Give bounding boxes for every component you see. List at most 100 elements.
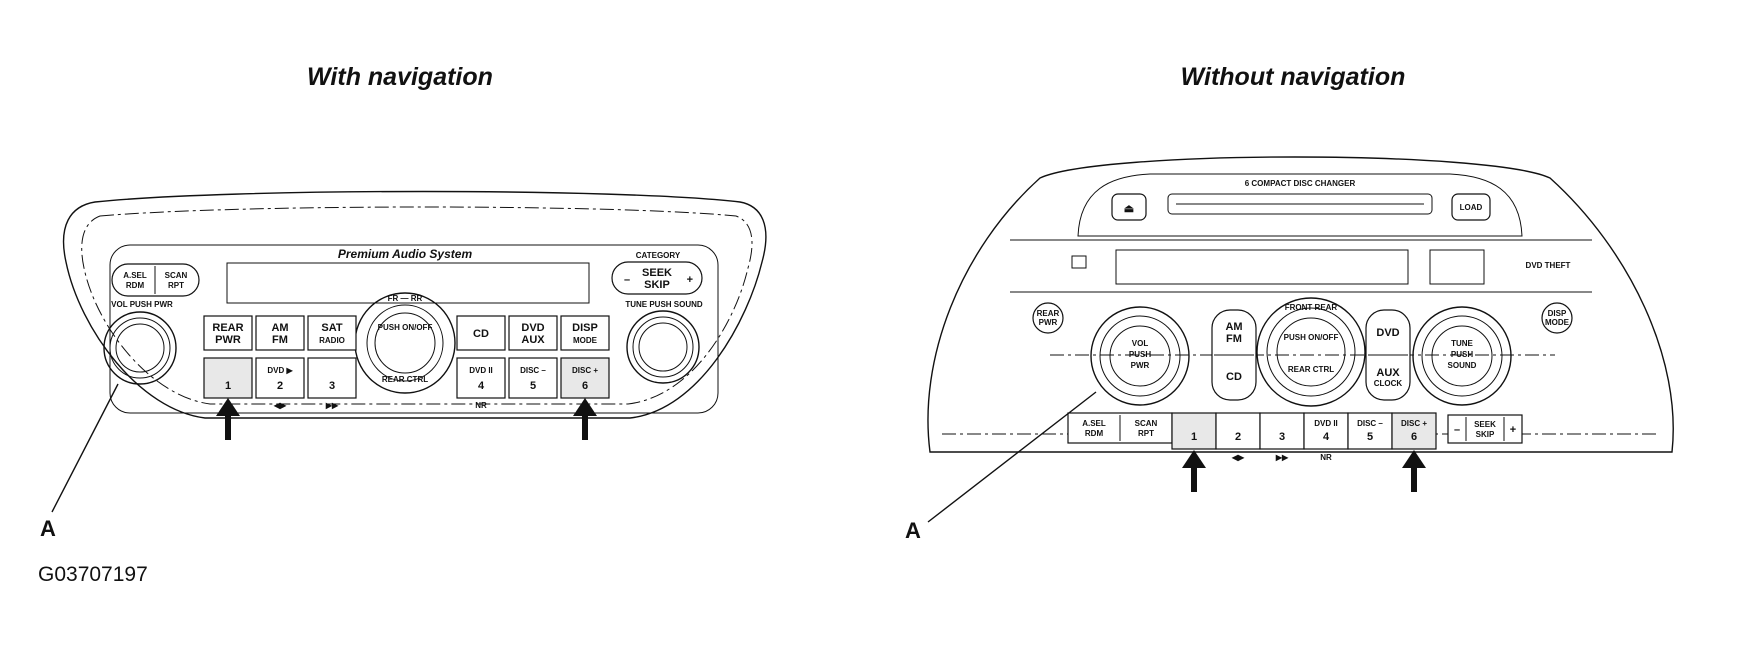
dvd-aux-button[interactable]: DVD AUX bbox=[508, 315, 558, 351]
rear-pwr-button[interactable]: REAR PWR bbox=[203, 315, 253, 351]
outer-bezel bbox=[62, 190, 767, 419]
dvd-theft-label: DVD THEFT bbox=[1526, 261, 1571, 270]
preset-button-2-2[interactable]: 2 bbox=[1215, 412, 1261, 450]
fr-rr-label: FR — RR bbox=[388, 294, 423, 303]
preset-button-4[interactable]: DVD II 4 bbox=[456, 357, 506, 399]
small-display bbox=[1429, 249, 1485, 285]
svg-text:2: 2 bbox=[1235, 431, 1241, 443]
svg-text:CD: CD bbox=[1226, 371, 1242, 383]
svg-text:DISP: DISP bbox=[572, 322, 598, 334]
preset-button-6-2[interactable]: DISC + 6 bbox=[1391, 412, 1437, 450]
mark-ff: ▶▶ bbox=[325, 401, 339, 410]
svg-text:RADIO: RADIO bbox=[319, 336, 345, 345]
svg-text:RPT: RPT bbox=[168, 281, 184, 290]
svg-text:DISC +: DISC + bbox=[1401, 419, 1427, 428]
svg-text:1: 1 bbox=[1191, 431, 1197, 443]
svg-text:FM: FM bbox=[272, 334, 288, 346]
svg-text:4: 4 bbox=[478, 380, 485, 392]
asel-scan-panel bbox=[1067, 412, 1173, 444]
mark-nr-2: NR bbox=[1320, 453, 1332, 462]
tune-knob[interactable] bbox=[626, 310, 700, 384]
svg-text:CLOCK: CLOCK bbox=[1374, 379, 1403, 388]
category-label: CATEGORY bbox=[636, 251, 681, 260]
svg-text:RDM: RDM bbox=[1085, 429, 1104, 438]
vol-push-pwr-label: VOL PUSH PWR bbox=[111, 300, 173, 309]
display-screen bbox=[226, 262, 590, 304]
svg-text:3: 3 bbox=[329, 380, 335, 392]
preset-button-1[interactable]: 1 bbox=[203, 357, 253, 399]
seek-plus-2[interactable]: + bbox=[1510, 424, 1516, 436]
seek-skip-rocker-2[interactable]: – SEEK SKIP + bbox=[1447, 414, 1523, 444]
seek-minus[interactable]: – bbox=[624, 274, 630, 286]
aux-clock-button[interactable]: AUX CLOCK bbox=[1374, 367, 1403, 388]
svg-text:MODE: MODE bbox=[573, 336, 598, 345]
bezel-dash-outline bbox=[81, 206, 753, 405]
preset-button-5[interactable]: DISC – 5 bbox=[508, 357, 558, 399]
preset-button-6[interactable]: DISC + 6 bbox=[560, 357, 610, 399]
svg-text:3: 3 bbox=[1279, 431, 1285, 443]
svg-text:CD: CD bbox=[473, 328, 489, 340]
brand-label: Premium Audio System bbox=[338, 247, 473, 261]
cd-button-2[interactable]: CD bbox=[1226, 371, 1242, 383]
scan-rpt-button[interactable]: SCAN RPT bbox=[165, 271, 188, 290]
preset-button-3-2[interactable]: 3 bbox=[1259, 412, 1305, 450]
mark-rew-ff-2: ◀▶ bbox=[1231, 453, 1245, 462]
cd-button[interactable]: CD bbox=[456, 315, 506, 351]
svg-text:DVD II: DVD II bbox=[1314, 419, 1338, 428]
am-fm-button[interactable]: AM FM bbox=[255, 315, 305, 351]
svg-text:PWR: PWR bbox=[1039, 318, 1058, 327]
changer-label: 6 COMPACT DISC CHANGER bbox=[1245, 179, 1356, 188]
svg-text:PUSH: PUSH bbox=[1451, 350, 1473, 359]
seek-plus[interactable]: + bbox=[687, 274, 693, 286]
svg-text:SAT: SAT bbox=[321, 322, 342, 334]
rear-control-knob[interactable]: FR — RR PUSH ON/OFF REAR CTRL bbox=[354, 292, 456, 394]
title-without-navigation: Without navigation bbox=[1181, 63, 1406, 91]
svg-text:6: 6 bbox=[1411, 431, 1417, 443]
preset-button-2[interactable]: DVD ▶ 2 bbox=[255, 357, 305, 399]
dvd-aux-pill bbox=[1365, 309, 1411, 401]
mark-ff-2: ▶▶ bbox=[1275, 453, 1289, 462]
sat-radio-button[interactable]: SAT RADIO bbox=[307, 315, 357, 351]
disc-slot bbox=[1167, 193, 1433, 215]
callout-a-right: A bbox=[905, 518, 921, 543]
preset-button-4-2[interactable]: DVD II 4 bbox=[1303, 412, 1349, 450]
asel-rdm-button-2[interactable]: A.SEL RDM bbox=[1082, 419, 1106, 438]
svg-text:1: 1 bbox=[225, 380, 231, 392]
rear-ctrl-label-2: REAR CTRL bbox=[1288, 365, 1334, 374]
display-screen-2 bbox=[1115, 249, 1409, 285]
asel-scan-pill bbox=[111, 263, 200, 297]
preset-button-3[interactable]: 3 bbox=[307, 357, 357, 399]
svg-text:LOAD: LOAD bbox=[1460, 203, 1483, 212]
svg-text:RDM: RDM bbox=[126, 281, 145, 290]
svg-text:SOUND: SOUND bbox=[1448, 361, 1477, 370]
disp-mode-button-2[interactable]: DISP MODE bbox=[1541, 302, 1573, 334]
mark-rew-ff: ◀▶ bbox=[273, 401, 287, 410]
scan-rpt-button-2[interactable]: SCAN RPT bbox=[1135, 419, 1158, 438]
preset-button-1-2[interactable]: 1 bbox=[1171, 412, 1217, 450]
eject-button[interactable]: ⏏ bbox=[1111, 193, 1147, 221]
rear-ctrl-label: REAR CTRL bbox=[382, 375, 428, 384]
vol-knob-2[interactable]: VOL PUSH PWR bbox=[1090, 306, 1190, 406]
svg-text:REAR: REAR bbox=[212, 322, 243, 334]
svg-text:PWR: PWR bbox=[1131, 361, 1150, 370]
eject-icon: ⏏ bbox=[1124, 203, 1135, 215]
tune-knob-2[interactable]: TUNE PUSH SOUND bbox=[1412, 306, 1512, 406]
svg-text:MODE: MODE bbox=[1545, 318, 1570, 327]
asel-rdm-button[interactable]: A.SEL RDM bbox=[123, 271, 147, 290]
rear-pwr-button-2[interactable]: REAR PWR bbox=[1032, 302, 1064, 334]
dvd-button-2[interactable]: DVD bbox=[1376, 327, 1399, 339]
am-fm-button-2[interactable]: AM FM bbox=[1225, 321, 1242, 345]
seek-minus-2[interactable]: – bbox=[1454, 424, 1460, 436]
push-onoff-label: PUSH ON/OFF bbox=[378, 323, 433, 332]
seek-skip-rocker[interactable]: – + SEEK SKIP bbox=[611, 261, 703, 295]
svg-text:VOL: VOL bbox=[1132, 339, 1149, 348]
audio-unit-without-navigation: 6 COMPACT DISC CHANGER ⏏ LOAD DVD THEFT … bbox=[905, 156, 1674, 543]
load-button[interactable]: LOAD bbox=[1451, 193, 1491, 221]
svg-text:DVD: DVD bbox=[1376, 327, 1399, 339]
vol-knob[interactable] bbox=[103, 311, 177, 385]
disp-mode-button[interactable]: DISP MODE bbox=[560, 315, 610, 351]
front-rear-knob[interactable]: FRONT REAR PUSH ON/OFF REAR CTRL bbox=[1256, 297, 1366, 407]
svg-text:AM: AM bbox=[271, 322, 288, 334]
audio-unit-with-navigation: Premium Audio System A.SEL RDM SCAN RPT … bbox=[40, 190, 767, 541]
preset-button-5-2[interactable]: DISC – 5 bbox=[1347, 412, 1393, 450]
